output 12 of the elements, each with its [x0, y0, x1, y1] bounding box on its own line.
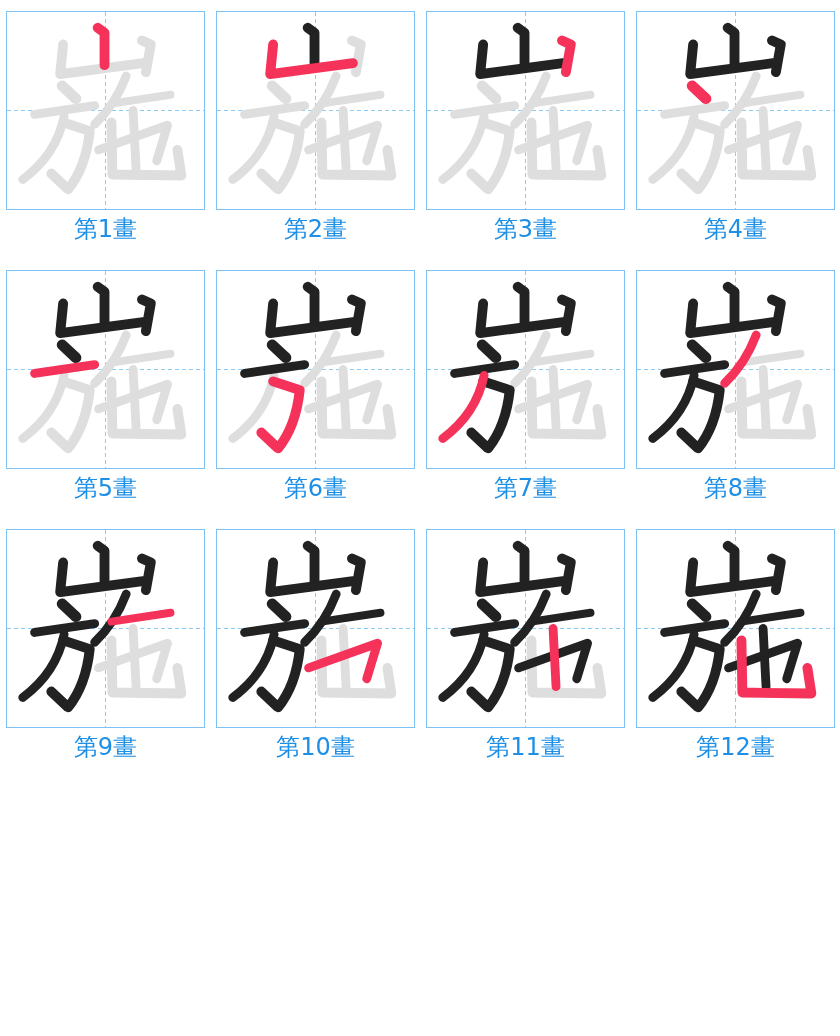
stroke-caption: 第12畫: [696, 733, 775, 761]
stroke-caption: 第6畫: [283, 474, 348, 502]
stroke-caption: 第5畫: [73, 474, 138, 502]
stroke-caption: 第2畫: [283, 215, 348, 243]
stroke-caption: 第1畫: [73, 215, 138, 243]
stroke-caption: 第11畫: [486, 733, 565, 761]
stroke-caption: 第10畫: [276, 733, 355, 761]
stroke-caption: 第8畫: [703, 474, 768, 502]
stroke-caption: 第3畫: [493, 215, 558, 243]
stroke-caption: 第4畫: [703, 215, 768, 243]
stroke-caption: 第7畫: [493, 474, 558, 502]
stroke-caption: 第9畫: [73, 733, 138, 761]
